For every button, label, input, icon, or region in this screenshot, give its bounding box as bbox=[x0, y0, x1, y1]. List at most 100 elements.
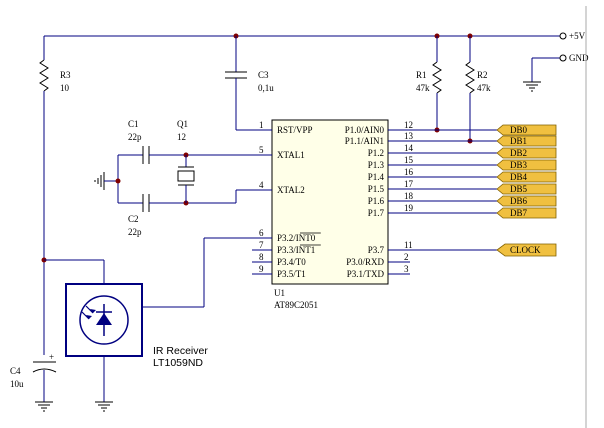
port-db1: DB1 bbox=[410, 135, 557, 147]
mcu-pin-name: P1.0/AIN0 bbox=[345, 125, 385, 135]
mcu-pin-number: 9 bbox=[259, 264, 264, 274]
mcu-pin-name: XTAL2 bbox=[277, 185, 305, 195]
svg-text:+: + bbox=[49, 352, 54, 362]
c4-ref: C4 bbox=[10, 366, 21, 376]
mcu-pin-name: P3.4/T0 bbox=[277, 257, 306, 267]
mcu-pin-number: 17 bbox=[404, 179, 414, 189]
mcu-pin-number: 11 bbox=[404, 240, 413, 250]
q1-value: 12 bbox=[177, 132, 186, 142]
mcu-pin-number: 15 bbox=[404, 155, 414, 165]
mcu-pin-number: 19 bbox=[404, 203, 414, 213]
ir-receiver-lens bbox=[79, 295, 129, 345]
mcu-pin-number: 8 bbox=[259, 252, 264, 262]
mcu-body bbox=[271, 119, 389, 285]
q1-crystal bbox=[177, 155, 195, 203]
ground-symbol-gnd bbox=[523, 81, 541, 92]
clock-port bbox=[496, 243, 557, 257]
r2-resistor bbox=[465, 61, 475, 94]
r3-ref: R3 bbox=[60, 70, 71, 80]
q1-ref: Q1 bbox=[177, 119, 188, 129]
port-label: DB2 bbox=[510, 148, 527, 158]
c4-value: 10u bbox=[10, 379, 24, 389]
port-label: DB7 bbox=[510, 208, 528, 218]
mcu-pin-name: P3.3/INT1 bbox=[277, 245, 315, 255]
mcu-pin-number: 2 bbox=[404, 252, 409, 262]
mcu-pin-number: 18 bbox=[404, 191, 414, 201]
junction-cap-bus bbox=[115, 178, 121, 184]
port-db3: DB3 bbox=[410, 159, 557, 171]
mcu-pin-name: P3.5/T1 bbox=[277, 269, 306, 279]
mcu-pin-number: 3 bbox=[404, 264, 409, 274]
mcu-pin-name: P1.4 bbox=[368, 172, 385, 182]
mcu-pin-number: 1 bbox=[259, 120, 264, 130]
r2-value: 47k bbox=[477, 83, 491, 93]
port-db7: DB7 bbox=[410, 207, 557, 219]
mcu-pin-name: P1.7 bbox=[368, 208, 385, 218]
mcu-pin-number: 14 bbox=[404, 143, 414, 153]
gnd-terminal bbox=[559, 54, 567, 62]
port-label: DB0 bbox=[510, 125, 528, 135]
ground-symbol-ir bbox=[95, 401, 113, 412]
gnd-label: GND bbox=[569, 53, 589, 63]
mcu-pin-name: P1.3 bbox=[368, 160, 385, 170]
mcu-pin-name: RST/VPP bbox=[277, 125, 313, 135]
clock-port-label: CLOCK bbox=[510, 245, 541, 255]
port-db5: DB5 bbox=[410, 183, 557, 195]
ir-receiver-label: IR Receiver bbox=[153, 345, 208, 357]
mcu-pin-number: 12 bbox=[404, 120, 413, 130]
r1-value: 47k bbox=[416, 83, 430, 93]
mcu-ref: U1 bbox=[274, 288, 285, 298]
mcu-pin-2: 2P3.0/RXD bbox=[346, 252, 410, 267]
vcc-label: +5V bbox=[569, 31, 586, 41]
mcu-pin-name: P3.1/TXD bbox=[347, 269, 385, 279]
mcu-pin-number: 7 bbox=[259, 240, 264, 250]
c3-value: 0,1u bbox=[258, 83, 274, 93]
port-label: DB1 bbox=[510, 136, 527, 146]
mcu-pin-name: P3.2/INT0 bbox=[277, 233, 316, 243]
mcu-pin-number: 5 bbox=[259, 145, 264, 155]
mcu-pin-name: P1.6 bbox=[368, 196, 385, 206]
port-db2: DB2 bbox=[410, 147, 557, 159]
r1-resistor bbox=[432, 61, 442, 94]
ground-symbol-c4 bbox=[35, 401, 53, 412]
mcu-pin-number: 4 bbox=[259, 180, 264, 190]
photodiode-icon bbox=[81, 304, 112, 336]
mcu-pin-3: 3P3.1/TXD bbox=[347, 264, 410, 279]
r3-resistor bbox=[39, 59, 49, 92]
c2-ref: C2 bbox=[128, 214, 139, 224]
port-label: DB3 bbox=[510, 160, 528, 170]
c2-value: 22p bbox=[128, 227, 142, 237]
port-label: DB6 bbox=[510, 196, 528, 206]
port-db6: DB6 bbox=[410, 195, 557, 207]
r3-value: 10 bbox=[60, 83, 70, 93]
c1-value: 22p bbox=[128, 132, 142, 142]
vcc-terminal bbox=[559, 32, 567, 40]
mcu-pin-name: P1.5 bbox=[368, 184, 385, 194]
mcu-pin-number: 13 bbox=[404, 131, 414, 141]
mcu-pin-name: P3.0/RXD bbox=[346, 257, 384, 267]
port-db4: DB4 bbox=[410, 171, 557, 183]
mcu-pin-name: P1.2 bbox=[368, 148, 384, 158]
mcu-pin-number: 16 bbox=[404, 167, 414, 177]
mcu-part: AT89C2051 bbox=[274, 300, 318, 310]
mcu-pin-name: P1.1/AIN1 bbox=[345, 136, 384, 146]
c1-ref: C1 bbox=[128, 119, 139, 129]
ir-receiver-part: LT1059ND bbox=[153, 357, 203, 369]
r1-ref: R1 bbox=[416, 70, 427, 80]
port-label: DB4 bbox=[510, 172, 528, 182]
